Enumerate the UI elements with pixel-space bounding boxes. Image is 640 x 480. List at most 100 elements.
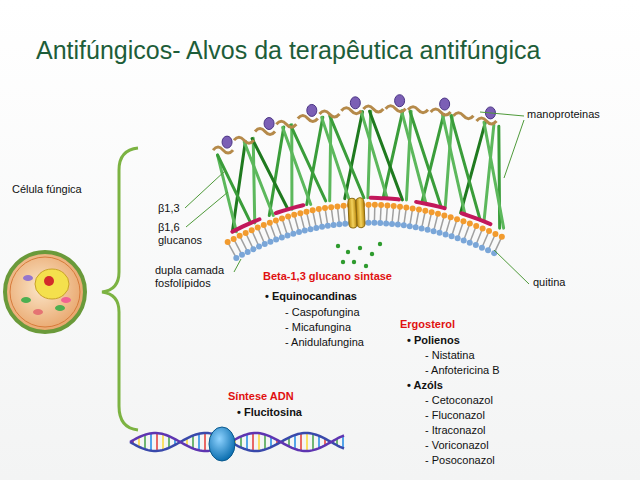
lipid-head [467,240,473,246]
leader-line [186,192,228,227]
base-pair [258,433,260,451]
slide-title: Antifúngicos- Alvos da terapêutica antif… [36,36,540,65]
base-pair [192,436,194,449]
glucan-fibre [290,125,293,210]
lipid-head [267,220,273,226]
fungal-cell [5,252,85,332]
lipid-tail [495,239,501,252]
lipid-head [285,214,291,220]
lipid-head [372,202,378,208]
lipid-tail [434,216,437,230]
lipid-tail [392,208,393,222]
glucan-fibre [330,116,364,198]
lipid-head [467,221,473,227]
lipid-head [290,231,296,237]
mannoprotein-chain [234,137,254,143]
lipid-head [419,225,425,231]
lipid-head [303,209,309,215]
base-pair [312,434,314,450]
lipid-head [429,209,435,215]
polymerase [209,427,235,461]
lipid-head [461,237,467,243]
mannoprotein-chain [431,109,451,115]
lipid-tail [446,219,450,232]
lipid-head [231,236,237,242]
lipid-head [366,202,372,208]
lipid-tail [440,217,444,230]
lipid-tail [410,210,412,224]
drug-name: - Posoconazol [425,454,495,467]
lipid-head [410,205,416,211]
lipid-tail [368,207,370,221]
glucan-label: β1,6 [158,221,180,234]
lipid-tail [289,218,293,231]
mannoprotein-chain [476,118,496,124]
lipid-tail [307,214,310,228]
lipid-head [479,245,485,251]
glucan-label: glucanos [158,234,202,247]
lipid-head [460,218,466,224]
lipid-tail [489,236,495,249]
mannoprotein [350,97,360,109]
base-pair [342,436,344,448]
dna-strand [130,433,344,451]
glucan-dot [346,250,350,254]
target-heading: Síntese ADN [228,390,294,403]
glucan-dot [370,252,374,256]
lipid-head [455,235,461,241]
lipid-tail [416,211,419,225]
base-pair [168,436,170,448]
mannoprotein [395,95,405,107]
lipid-tail [331,209,333,223]
lipid-head [341,203,347,209]
glucan-fibre [451,116,480,220]
lipid-head [310,207,316,213]
mannoprotein-chain [341,108,361,114]
glucan-fibre [410,111,441,207]
lipid-tail [374,207,376,221]
target-heading: Beta-1,3 glucano sintase [263,270,392,283]
glucan-dot [378,242,382,246]
glucan-fibre [291,125,326,201]
lipid-tail [483,233,489,246]
nucleolus [44,276,54,286]
lipid-head [250,246,256,252]
glucan-dot [341,260,345,264]
dna-strand [130,433,344,451]
target-heading: Ergosterol [400,318,455,331]
glucan-fibre [330,116,331,201]
glucan-segment [276,205,304,213]
lipid-tail [477,230,482,243]
lipid-tail [252,232,258,245]
lipid-head [378,202,384,208]
cell-body [5,252,85,332]
lipid-tail [470,228,475,241]
lipid-head [425,227,431,233]
mannoprotein-chain [298,115,318,121]
lipid-head [485,247,491,253]
mannoprotein-chain [255,129,275,135]
lipid-head [267,239,273,245]
glucan-segment [232,219,259,231]
drug-name: - Voriconazol [425,439,489,452]
lipid-head [416,207,422,213]
dna-helix [130,427,344,461]
leader-line [504,120,524,178]
lipid-tail [458,223,463,236]
lipid-head [331,222,337,228]
membrane-label: dupla camada fosfolípidos [155,264,231,290]
lipid-tail [301,215,304,229]
base-pair [246,434,248,449]
lipid-head [279,215,285,221]
drug-name: - Anfotericina B [425,364,500,377]
mannoprotein-chain [363,106,383,112]
lipid-tail [283,220,287,233]
mannoprotein-label: manoproteinas [527,108,600,121]
lipid-head [371,220,377,226]
lipid-tail [452,221,456,234]
lipid-tail [271,225,276,238]
lipid-head [443,231,449,237]
base-pair [318,436,320,448]
glucan-fibre [370,111,403,200]
lipid-head [403,204,409,210]
